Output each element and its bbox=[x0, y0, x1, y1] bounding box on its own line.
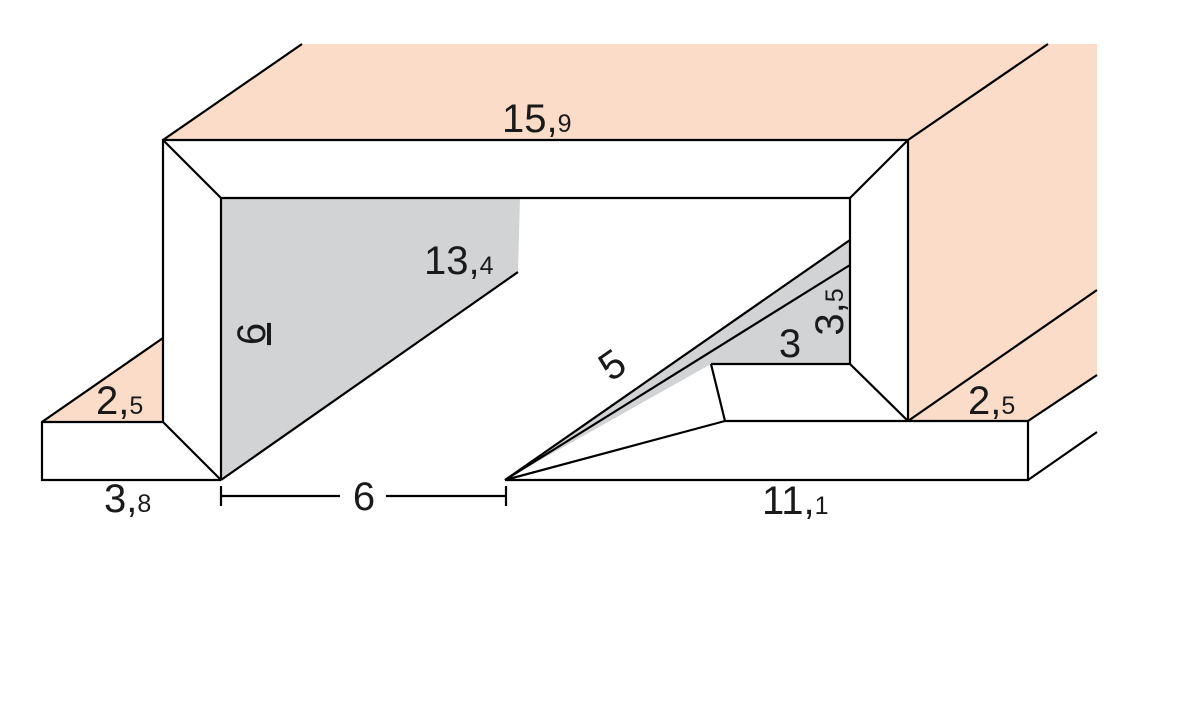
label-left-height: 6 bbox=[230, 323, 274, 345]
label-slope: 5 bbox=[591, 341, 634, 390]
label-right-base: 11,1 bbox=[762, 479, 829, 523]
svg-text:5: 5 bbox=[591, 341, 634, 390]
label-small-height: 3,5 bbox=[808, 288, 852, 335]
left-inner-grey-face bbox=[221, 198, 520, 480]
label-left-ledge-depth: 2,5 bbox=[96, 379, 143, 423]
gap-dimension-line bbox=[219, 486, 508, 506]
label-top-width: 15,9 bbox=[502, 97, 572, 141]
label-small-width: 3 bbox=[779, 322, 801, 366]
right-side-face bbox=[908, 44, 1097, 421]
top-face bbox=[163, 44, 1097, 140]
label-left-base: 3,8 bbox=[104, 477, 151, 521]
label-gap: 6 bbox=[353, 475, 375, 519]
label-inner-diagonal: 13,4 bbox=[424, 239, 494, 283]
frame-edges bbox=[40, 43, 1098, 482]
svg-text:6: 6 bbox=[230, 323, 274, 345]
label-right-ledge-depth: 2,5 bbox=[968, 379, 1015, 423]
svg-text:3,5: 3,5 bbox=[808, 288, 852, 335]
